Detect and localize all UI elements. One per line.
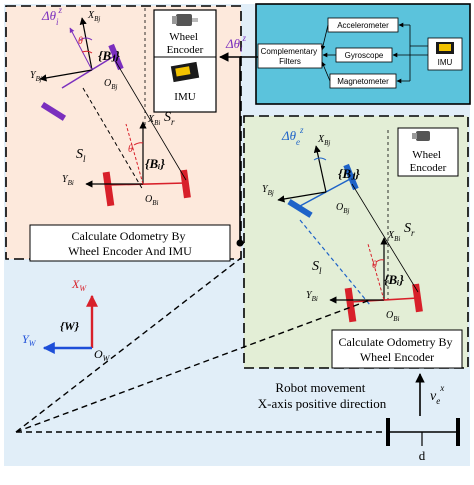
robot-i-axle [107,182,187,186]
right-theta-arc [375,259,385,263]
gyroscope-label: Gyroscope [345,51,384,60]
right-robot-j-right-wheel [343,163,359,191]
robot-j-right-wheel [108,43,124,71]
left-theta-top-arc [81,50,93,54]
right-delta-theta-label: Δθez [281,125,304,147]
left-sr-line [115,61,187,181]
imu-source-chip-icon [436,42,454,54]
left-sr-label: Sr [164,110,175,127]
world-y-label: YW [22,332,37,348]
right-bi-frame-label: {Bᵢ} [384,272,404,287]
imu-source-label: IMU [438,58,453,67]
left-panel: Δθiz XBj θ {Bⱼ} YBj OBj XBi Sr θ Sl {Bᵢ}… [5,5,242,262]
left-ybj-label: YBj [30,70,42,83]
right-bj-frame-label: {Bⱼ} [338,166,360,181]
movement-direction-label: Robot movement X-axis positive direction [258,380,387,411]
right-xbj-label: XBj [317,134,330,147]
complementary-filters-label: Complementary Filters [261,47,320,66]
left-bi-frame-label: {Bᵢ} [145,156,165,171]
left-bj-frame-label: {Bⱼ} [98,48,120,63]
right-theta-label: θ [372,260,377,271]
robot-i-right-wheel [180,169,191,199]
accel-to-filter [320,24,329,51]
robot-j-y-axis [39,69,93,82]
right-wheel-encoder-icon [412,131,430,141]
connector-junction-dot [236,239,244,247]
left-dashed-link [82,87,144,191]
right-panel: Wheel Encoder Δθez XBj {Bⱼ} YBj OBj XBi [243,115,469,369]
right-ybi-label: YBi [306,290,318,303]
perspective-line-middle [15,299,371,433]
complementary-filters-box [257,43,323,69]
sensor-box: Wheel Encoder IMU [153,9,217,113]
right-delta-theta-arc [313,157,327,161]
world-frame: XW YW {W} OW [22,277,111,363]
accelerometer-label: Accelerometer [337,21,389,30]
imu-panel: Accelerometer Gyroscope Magnetometer Com… [255,3,471,105]
robot-j-axle [61,54,117,89]
left-sl-label: Sl [76,147,86,164]
wheel-encoder-icon [172,14,198,26]
left-xbi-label: XBi [147,114,160,127]
right-wheel-encoder-box [397,127,459,177]
right-dashed-link [299,219,371,306]
left-theta-low-arc [133,142,144,146]
imu-arrow-delta-label: Δθiz [225,33,247,54]
bottom-robot-right-wheel [456,418,460,446]
robot-j-left-wheel [40,101,67,121]
world-x-label: XW [71,277,87,293]
right-obj-label: OBj [336,202,350,215]
left-caption-box [29,224,231,262]
right-ybj-label: YBj [262,184,274,197]
left-caption: Calculate Odometry By Wheel Encoder And … [68,229,192,258]
imu-chip-icon [170,61,200,83]
world-frame-label: {W} [60,319,80,333]
right-robot-i-right-wheel [412,283,423,313]
right-robot-j-left-wheel [287,199,313,218]
left-ybi-label: YBi [62,174,74,187]
right-robot-j-x-axis [313,145,327,193]
sensor-imu-label: IMU [174,91,195,103]
right-robot-i-left-wheel [344,287,357,323]
left-theta-low-label: θ [128,144,133,155]
robot-i-left-wheel [102,171,115,207]
left-obj-label: OBj [104,78,118,91]
bottom-robot-left-wheel [386,418,390,446]
left-delta-theta-label: Δθiz [41,5,63,27]
right-sl-label: Sl [312,259,322,276]
sensor-box-frame [153,9,217,113]
perspective-line-upper [15,257,242,433]
right-caption: Calculate Odometry By Wheel Encoder [339,335,456,364]
left-xbj-label: XBj [87,10,100,23]
wheel-distance-label: d [419,448,426,463]
right-sr-label: Sr [404,221,415,238]
right-caption-box [331,329,463,369]
right-sr-line [351,183,419,293]
robot-i-heading [125,123,144,185]
velocity-label: vex [430,383,444,406]
right-xbi-label: XBi [387,230,400,243]
left-theta-top-label: θ [78,36,83,47]
sensor-wheel-encoder-label: Wheel Encoder [167,31,204,56]
mag-to-filter [321,61,331,82]
right-robot-j-y-axis [277,191,327,203]
robot-j-heading [69,27,93,71]
magnetometer-label: Magnetometer [337,77,389,86]
left-delta-theta-arc [79,37,93,41]
robot-j-x-axis [79,17,93,71]
right-obi-label: OBi [386,310,400,323]
world-origin-label: OW [94,347,111,363]
right-wheel-encoder-label: Wheel Encoder [410,149,447,174]
left-obi-label: OBi [145,194,159,207]
